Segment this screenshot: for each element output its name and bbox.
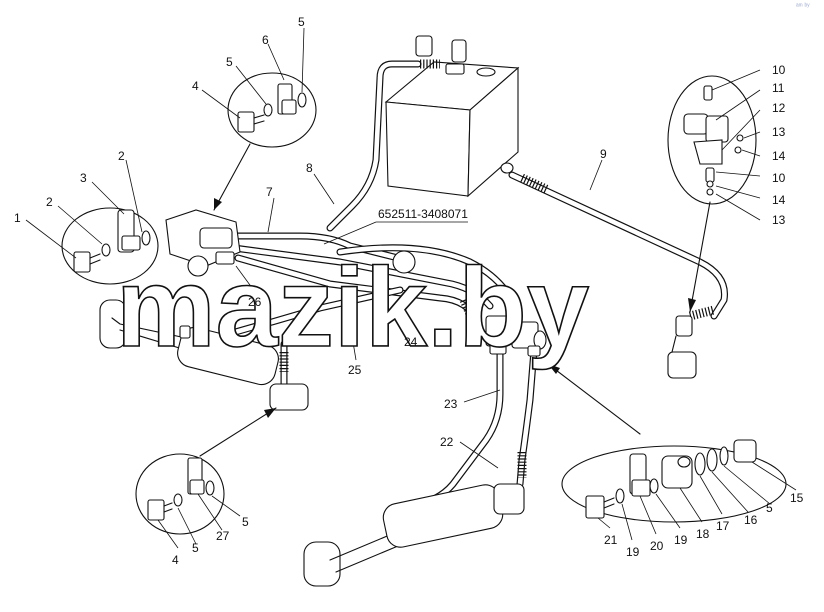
part-label: 8: [306, 161, 313, 175]
part-label: 5: [766, 501, 773, 515]
part-code-label: 652511-3408071: [378, 207, 468, 221]
part-label: 10: [772, 171, 786, 185]
part-label: 14: [772, 193, 786, 207]
steering-pump: [165, 209, 416, 277]
part-label: 17: [716, 519, 730, 533]
part-label: 13: [772, 125, 786, 139]
detail-callout-left: [61, 207, 159, 285]
right-fitting: [667, 315, 697, 379]
part-label: 2: [46, 195, 53, 209]
part-label: 7: [266, 185, 273, 199]
corner-mark: ᵃᵐ ᵇʸ: [796, 3, 810, 10]
watermark-text: mazik.by: [116, 245, 589, 370]
valve-block: [485, 315, 547, 357]
hose-lines: [198, 59, 728, 511]
detail-callout-bottom-left: [135, 407, 277, 535]
part-number-labels: 1 2 3 2 4 5 6 5 7 8 9 10 11 12 13 14 10 …: [14, 15, 804, 567]
part-label: 22: [440, 435, 454, 449]
part-label: 20: [650, 539, 664, 553]
part-label: 5: [242, 515, 249, 529]
part-label: 12: [772, 101, 786, 115]
part-label: 24: [404, 335, 418, 349]
part-label: 21: [604, 533, 618, 547]
detail-callout-top: [213, 72, 317, 211]
part-label: 15: [790, 491, 804, 505]
part-label: 5: [298, 15, 305, 29]
detail-callout-bottom-right: [547, 363, 787, 523]
part-label: 10: [772, 63, 786, 77]
part-label: 6: [262, 33, 269, 47]
part-label: 27: [216, 529, 230, 543]
part-label: 25: [348, 363, 362, 377]
part-label: 13: [772, 213, 786, 227]
part-label: 11: [772, 81, 785, 95]
part-label: 19: [626, 545, 640, 559]
part-label: 26: [248, 295, 262, 309]
part-label: 4: [172, 553, 179, 567]
right-steering-cylinder: [303, 483, 525, 587]
part-label: 14: [772, 149, 786, 163]
part-label: 18: [696, 527, 710, 541]
oil-tank: [384, 35, 520, 198]
leader-lines: [25, 27, 797, 549]
part-label: 16: [744, 513, 758, 527]
part-label: 1: [14, 211, 21, 225]
part-label: 3: [80, 171, 87, 185]
part-label: 9: [600, 147, 607, 161]
part-label: 23: [444, 397, 458, 411]
part-label: 19: [674, 533, 688, 547]
part-label: 5: [192, 541, 199, 555]
part-label: 4: [192, 79, 199, 93]
part-label: 5: [226, 55, 233, 69]
left-steering-cylinder: [99, 299, 309, 411]
part-label: 2: [118, 149, 125, 163]
detail-callout-right: [667, 75, 757, 313]
